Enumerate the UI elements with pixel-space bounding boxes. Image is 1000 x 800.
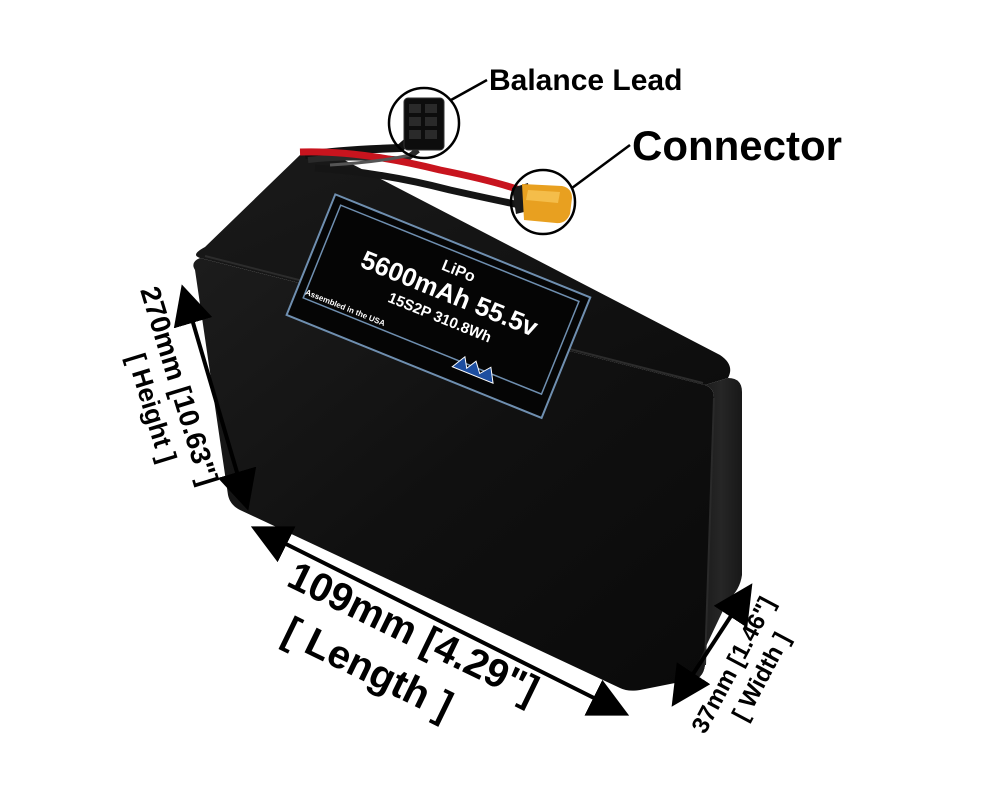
balance-lead-callout-circle <box>387 86 461 160</box>
xt-connector <box>512 183 572 224</box>
connector-callout-circle <box>509 168 577 236</box>
maxamps-logo <box>451 355 494 385</box>
black-wire <box>314 164 521 209</box>
balance-lead-callout: Balance Lead <box>489 64 682 97</box>
battery-side-face <box>690 378 742 680</box>
battery-label: LiPo 5600mAh 55.5v 15S2P 310.8Wh Assembl… <box>285 193 592 420</box>
height-dimension-arrow <box>173 284 257 511</box>
connector-callout: Connector <box>632 122 842 169</box>
width-dimension-arrow <box>671 583 753 707</box>
balance-lead-plug <box>403 97 445 151</box>
red-wire <box>299 148 522 194</box>
connector-callout-line <box>571 143 631 190</box>
length-dimension-arrow <box>250 526 630 716</box>
battery-pack <box>193 149 742 691</box>
balance-lead-callout-line <box>450 78 488 102</box>
